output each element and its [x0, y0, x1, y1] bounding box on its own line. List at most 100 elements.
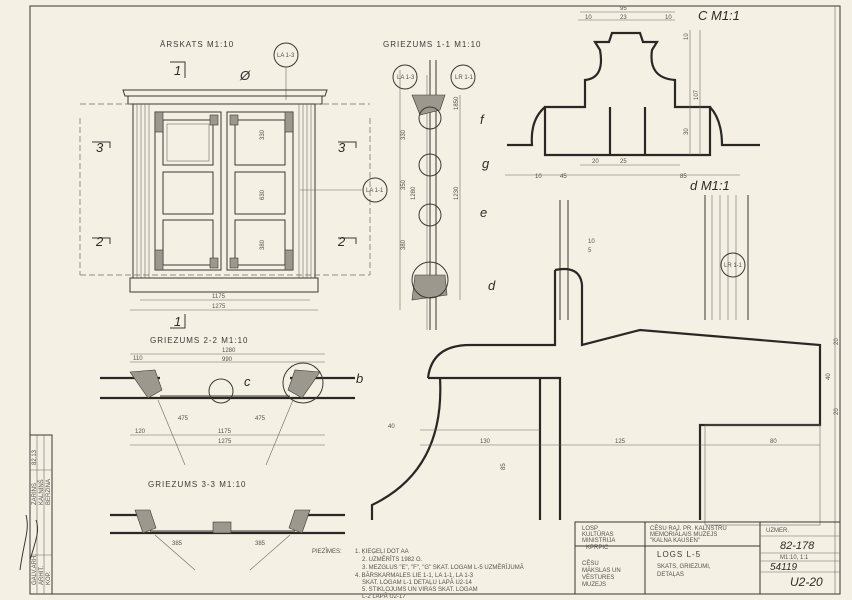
svg-text:125: 125 [615, 439, 626, 445]
svg-text:30: 30 [684, 128, 690, 135]
svg-text:25: 25 [620, 159, 627, 165]
svg-text:85: 85 [501, 463, 507, 470]
sig-row-3: KOP. [46, 571, 52, 585]
inventory-number: 54119 [770, 562, 798, 573]
svg-text:385: 385 [172, 541, 183, 547]
detail-f-label: f [480, 112, 485, 127]
svg-text:40: 40 [826, 373, 832, 380]
svg-text:LOSP: LOSP [582, 526, 598, 532]
left-sash [154, 111, 222, 271]
svg-text:1850: 1850 [454, 96, 460, 110]
svg-text:UZMER.: UZMER. [766, 528, 789, 534]
svg-text:350: 350 [401, 179, 407, 190]
svg-text:1175: 1175 [218, 429, 232, 435]
signature-mark [19, 514, 39, 571]
svg-text:5. STIKLOJUMS UN VIRAS SKAT. L: 5. STIKLOJUMS UN VIRAS SKAT. LOGAM [362, 587, 478, 593]
drawing-title: LOGS L-5 [657, 550, 701, 559]
sig-name-3: BERZINA [46, 479, 52, 505]
svg-text:1. ĶIEĢEĻI DOT AA: 1. ĶIEĢEĻI DOT AA [355, 549, 409, 555]
detail-g-label: g [482, 156, 490, 171]
callout-lr11-d: LR 1-1 [724, 263, 743, 269]
svg-text:85: 85 [680, 174, 687, 180]
svg-text:1275: 1275 [218, 439, 232, 445]
svg-text:10: 10 [585, 15, 592, 21]
svg-text:120: 120 [135, 429, 146, 435]
scale: M1:10, 1:1 [780, 555, 809, 561]
svg-text:330: 330 [260, 129, 266, 140]
section-3-3: GRIEZUMS 3-3 M1:10 385 385 [110, 480, 345, 571]
notes-label: PIEZĪMES: [312, 548, 342, 555]
detail-c: C M1:1 95 10 23 10 20 25 10 45 85 10 107… [505, 6, 760, 180]
section-marker-2-left: 2 [95, 234, 104, 249]
svg-text:MINISTRIJA: MINISTRIJA [582, 538, 615, 544]
section-marker-3-left: 3 [96, 140, 104, 155]
svg-text:630: 630 [260, 189, 266, 200]
cornice [122, 89, 328, 105]
section-marker-1-bottom: 1 [174, 314, 181, 329]
right-sash [226, 111, 294, 271]
svg-text:10: 10 [665, 15, 672, 21]
svg-text:KPRPIC: KPRPIC [586, 545, 609, 551]
notes: PIEZĪMES: 1. ĶIEĢEĻI DOT AA 2. UZMĒRĪTS … [312, 548, 524, 600]
svg-text:385: 385 [255, 541, 266, 547]
svg-text:20: 20 [592, 159, 599, 165]
svg-text:330: 330 [401, 129, 407, 140]
svg-text:110: 110 [133, 356, 143, 362]
section-1-1: GRIEZUMS 1-1 M1:10 LA 1-3 LR 1-1 f g e d… [383, 40, 496, 330]
section-2-2-title: GRIEZUMS 2-2 M1:10 [150, 336, 248, 345]
section-3-3-title: GRIEZUMS 3-3 M1:10 [148, 480, 246, 489]
section-2-2: GRIEZUMS 2-2 M1:10 c b 1280 990 475 475 … [100, 336, 363, 466]
dim-1275: 1275 [212, 304, 226, 310]
axis-symbol: Ø [239, 68, 251, 83]
svg-text:107: 107 [694, 89, 700, 100]
sig-row-1: GALV.ARH. [32, 554, 38, 585]
detail-d-profile [554, 267, 822, 520]
svg-text:1280: 1280 [411, 186, 417, 200]
svg-text:MUZEJS: MUZEJS [582, 582, 606, 588]
svg-text:45: 45 [560, 174, 567, 180]
svg-text:"KALNA KAUSEN": "KALNA KAUSEN" [650, 538, 700, 544]
svg-text:4. BĀRSKARMALES LIE 1-1, LA 1-: 4. BĀRSKARMALES LIE 1-1, LA 1-1, LA 1-3 [355, 572, 474, 579]
svg-text:95: 95 [620, 6, 627, 12]
window-sill [129, 277, 319, 293]
svg-text:10: 10 [588, 239, 595, 245]
section-marker-1: 1 [174, 63, 181, 78]
svg-text:DETAĻAS: DETAĻAS [657, 572, 684, 578]
detail-d: d M1:1 LR 1-1 40 130 85 125 80 20 40 20 … [370, 178, 840, 526]
elevation-view: ĀRSKATS M1:10 1 1 Ø LA 1-3 3 3 2 2 LA 1-… [79, 40, 388, 329]
svg-text:380: 380 [401, 239, 407, 250]
svg-text:20: 20 [834, 408, 840, 415]
sig-name-2: KALNIŅŠ [38, 479, 45, 505]
svg-text:VĒSTURES: VĒSTURES [582, 574, 614, 581]
svg-text:20: 20 [834, 338, 840, 345]
signature-strip: GALV.ARH. ARHIT. KOP. ZARINS KALNIŅŠ BER… [19, 434, 53, 595]
svg-text:L-2 LAPĀ U2-17: L-2 LAPĀ U2-17 [362, 593, 406, 600]
sheet-border [29, 5, 841, 595]
svg-text:SKATS, GRIEZUMI,: SKATS, GRIEZUMI, [657, 564, 711, 570]
section-marker-3-right: 3 [338, 140, 346, 155]
svg-text:10: 10 [535, 174, 542, 180]
svg-text:80: 80 [770, 439, 777, 445]
dim-1175: 1175 [212, 294, 226, 300]
sig-name-1: ZARINS [32, 483, 38, 505]
svg-text:MEMORIĀLAIS MUZEJS: MEMORIĀLAIS MUZEJS [650, 531, 717, 538]
svg-text:SKAT. LOGAM L-1 DETAĻU LAPĀ U2: SKAT. LOGAM L-1 DETAĻU LAPĀ U2-14 [362, 579, 472, 586]
svg-text:130: 130 [480, 439, 491, 445]
detail-c-profile [543, 31, 712, 157]
svg-text:40: 40 [388, 424, 395, 430]
svg-text:1230: 1230 [454, 186, 460, 200]
sig-row-2: ARHIT. [39, 566, 45, 585]
svg-text:MĀKSLAS UN: MĀKSLAS UN [582, 567, 621, 574]
svg-text:475: 475 [178, 416, 189, 422]
svg-text:10: 10 [684, 33, 690, 40]
svg-text:990: 990 [222, 357, 233, 363]
svg-text:CĒSU RAJ. PR. KALNSTRU: CĒSU RAJ. PR. KALNSTRU [650, 525, 727, 532]
svg-text:KULTŪRAS: KULTŪRAS [582, 531, 614, 538]
svg-text:2. UZMĒRĪTS 1982 G.: 2. UZMĒRĪTS 1982 G. [362, 556, 423, 563]
section-marker-2-right: 2 [337, 234, 346, 249]
detail-c-ref: c [244, 374, 251, 389]
detail-d-title: d M1:1 [690, 178, 730, 193]
order-number: 82-178 [780, 540, 815, 552]
detail-c-title: C M1:1 [698, 8, 740, 23]
